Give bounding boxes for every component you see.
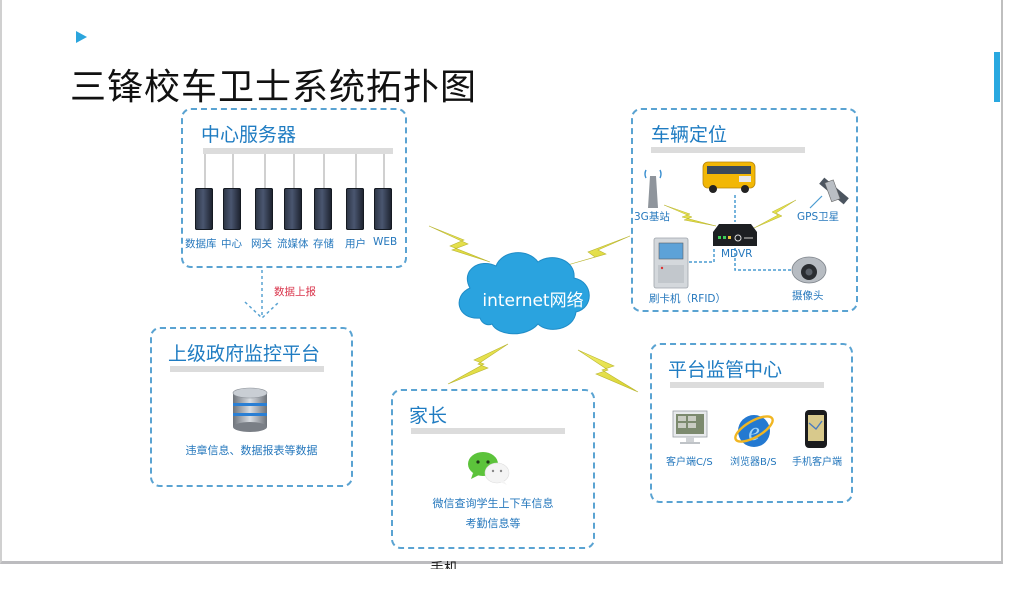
government-description: 违章信息、数据报表等数据	[185, 444, 318, 457]
school-bus-icon	[702, 161, 756, 193]
server-rack-icon	[314, 188, 332, 230]
server-connector	[264, 154, 266, 188]
internet-cloud-label: internet网络	[482, 291, 584, 311]
panel-title: 中心服务器	[201, 124, 297, 146]
base-station-label: 3G基站	[634, 211, 670, 223]
panel-title: 家长	[409, 405, 448, 427]
lightning-bolt-icon	[663, 204, 717, 227]
connection-layer	[244, 195, 823, 393]
play-triangle-icon	[76, 31, 87, 43]
lightning-bolt-icon	[563, 235, 631, 267]
monitor-item-label: 浏览器B/S	[730, 457, 777, 468]
svg-text:e: e	[748, 417, 760, 446]
server-rack-icon	[255, 188, 273, 230]
title-underline	[651, 147, 805, 153]
report-label: 数据上报	[274, 286, 316, 298]
title-underline	[670, 382, 824, 388]
central-servers-panel: 中心服务器 数据库中心网关流媒体存储用户 WEB	[181, 108, 407, 268]
vehicle-positioning-panel: 车辆定位	[631, 108, 858, 312]
server-connector	[383, 154, 385, 188]
server-connector	[323, 154, 325, 188]
server-rack-icon	[346, 188, 364, 230]
wechat-icon	[468, 452, 510, 485]
server-rack-icon	[284, 188, 302, 230]
server-rack-icon	[374, 188, 392, 230]
title-underline	[411, 428, 565, 434]
server-label: 中心	[221, 238, 242, 250]
government-platform-panel: 上级政府监控平台 违章信息、数据报表等数据	[150, 327, 353, 487]
report-arrow-head	[244, 301, 280, 320]
lightning-bolt-icon	[447, 343, 509, 385]
title-underline	[170, 366, 324, 372]
card-reader-icon	[653, 237, 689, 289]
server-label: 数据库	[185, 238, 217, 250]
gps-satellite-label: GPS卫星	[797, 211, 840, 223]
panel-title: 平台监管中心	[668, 359, 783, 381]
server-connector	[204, 154, 206, 188]
parents-panel: 家长 微信查询学生上下车信息 考勤信息等	[391, 389, 595, 549]
page-title: 三锋校车卫士系统拓扑图	[70, 67, 478, 108]
lightning-bolt-icon	[577, 349, 639, 393]
offslide-text-fragment: 手机	[430, 561, 458, 569]
server-label: 用户	[345, 238, 366, 250]
monitor-item-label: 客户端C/S	[666, 457, 713, 468]
server-label: WEB	[373, 236, 398, 248]
lightning-bolt-icon	[428, 225, 491, 263]
browser-ie-icon: e	[734, 415, 774, 447]
mdvr-device-icon	[713, 224, 757, 246]
mobile-phone-icon	[805, 410, 827, 448]
scrollbar-thumb[interactable]	[994, 52, 1000, 102]
camera-label: 摄像头	[792, 290, 824, 302]
server-connector	[232, 154, 234, 188]
server-rack-icon	[223, 188, 241, 230]
server-bus-bar	[203, 148, 393, 154]
server-connector	[355, 154, 357, 188]
slide-canvas: 三锋校车卫士系统拓扑图 internet网络 中心服务器 数据库中心	[0, 0, 1003, 569]
card-reader-label: 刷卡机（RFID）	[649, 293, 727, 305]
cloud-icon	[458, 252, 590, 335]
server-label: 存储	[313, 238, 334, 250]
panel-title: 上级政府监控平台	[168, 343, 321, 365]
parents-description-line2: 考勤信息等	[465, 517, 521, 530]
camera-icon	[791, 256, 827, 284]
server-label: 网关	[251, 238, 272, 250]
server-rack-icon	[195, 188, 213, 230]
database-icon	[232, 387, 268, 432]
server-connector	[293, 154, 295, 188]
monitor-item-label: 手机客户端	[792, 457, 842, 468]
parents-description-line1: 微信查询学生上下车信息	[432, 497, 554, 510]
gps-satellite-icon	[819, 177, 849, 205]
panel-title: 车辆定位	[651, 124, 728, 146]
mdvr-label: MDVR	[721, 248, 753, 260]
base-station-icon	[644, 169, 662, 208]
monitoring-center-panel: 平台监管中心 e 客户端C/S 浏览器B/S 手机客户端	[650, 343, 853, 503]
server-label: 流媒体	[277, 238, 309, 250]
desktop-client-icon	[672, 410, 708, 444]
